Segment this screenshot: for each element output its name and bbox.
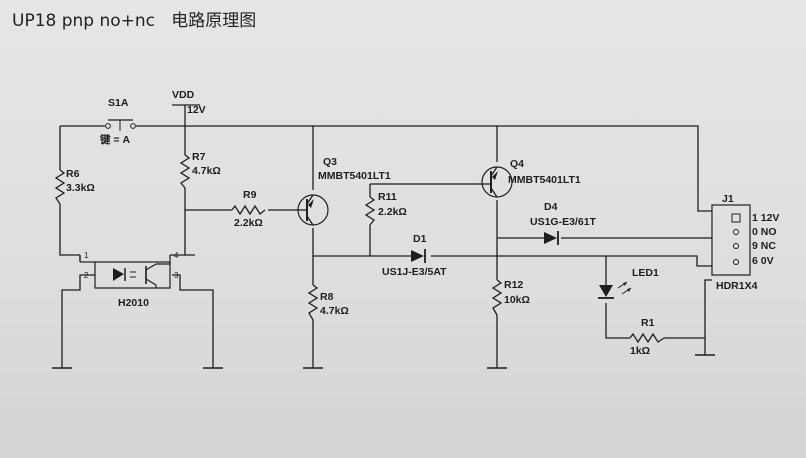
diode-d4 bbox=[544, 231, 559, 245]
switch-s1a bbox=[105, 119, 136, 131]
label-led1: LED1 bbox=[632, 267, 659, 279]
label-d4: D4 bbox=[544, 201, 558, 213]
label-s1a: S1A bbox=[108, 97, 129, 109]
label-r7-value: 4.7kΩ bbox=[192, 165, 221, 177]
label-j1-pin4: 6 0V bbox=[752, 255, 774, 267]
label-r12: R12 bbox=[504, 279, 523, 291]
label-r7: R7 bbox=[192, 151, 206, 163]
label-r9-value: 2.2kΩ bbox=[234, 217, 263, 229]
label-12v: 12V bbox=[187, 104, 206, 116]
optocoupler-h2010 bbox=[79, 255, 171, 289]
label-pin3: 3 bbox=[174, 271, 179, 280]
label-r8: R8 bbox=[320, 291, 334, 303]
diode-d1 bbox=[411, 249, 426, 263]
label-r1: R1 bbox=[641, 317, 655, 329]
label-r6: R6 bbox=[66, 168, 80, 180]
label-r11-value: 2.2kΩ bbox=[378, 206, 407, 218]
r1-symbol bbox=[629, 332, 665, 344]
r12-symbol bbox=[491, 279, 503, 316]
resistors bbox=[54, 154, 665, 344]
label-vdd: VDD bbox=[172, 89, 195, 101]
label-key: 键 = A bbox=[99, 133, 130, 146]
label-q3-model: MMBT5401LT1 bbox=[318, 170, 391, 182]
r9-symbol bbox=[231, 204, 266, 216]
connector-j1 bbox=[711, 204, 751, 276]
label-d4-model: US1G-E3/61T bbox=[530, 216, 597, 228]
transistor-q4 bbox=[478, 166, 513, 198]
r7-symbol bbox=[179, 154, 191, 189]
label-q4: Q4 bbox=[510, 158, 524, 170]
label-q4-model: MMBT5401LT1 bbox=[508, 174, 581, 186]
label-d1-model: US1J-E3/5AT bbox=[382, 266, 447, 278]
label-pin4: 4 bbox=[174, 251, 179, 260]
r8-symbol bbox=[307, 284, 319, 321]
label-hdr: HDR1X4 bbox=[716, 280, 758, 292]
label-j1: J1 bbox=[722, 193, 734, 205]
ground-symbols bbox=[52, 354, 715, 369]
label-pin2: 2 bbox=[84, 271, 89, 280]
label-q3: Q3 bbox=[323, 156, 337, 168]
label-j1-pin2: 0 NO bbox=[752, 226, 777, 238]
label-d1: D1 bbox=[413, 233, 427, 245]
r11-symbol bbox=[364, 196, 376, 226]
label-pin1: 1 bbox=[84, 251, 89, 260]
label-r9: R9 bbox=[243, 189, 257, 201]
label-r11: R11 bbox=[378, 191, 397, 203]
label-r12-value: 10kΩ bbox=[504, 294, 530, 306]
wires bbox=[59, 104, 712, 368]
r6-symbol bbox=[54, 169, 66, 205]
label-h2010: H2010 bbox=[118, 297, 149, 309]
page-title: UP18 pnp no+nc 电路原理图 bbox=[12, 11, 257, 31]
component-labels: S1A 键 = A VDD 12V R6 3.3kΩ R7 4.7kΩ R9 2… bbox=[66, 89, 779, 357]
label-j1-pin3: 9 NC bbox=[752, 240, 776, 252]
label-j1-pin1: 1 12V bbox=[752, 212, 779, 224]
transistor-q3 bbox=[297, 194, 329, 226]
led-led1 bbox=[598, 281, 632, 299]
label-r6-value: 3.3kΩ bbox=[66, 182, 95, 194]
label-r8-value: 4.7kΩ bbox=[320, 305, 349, 317]
label-r1-value: 1kΩ bbox=[630, 345, 650, 357]
